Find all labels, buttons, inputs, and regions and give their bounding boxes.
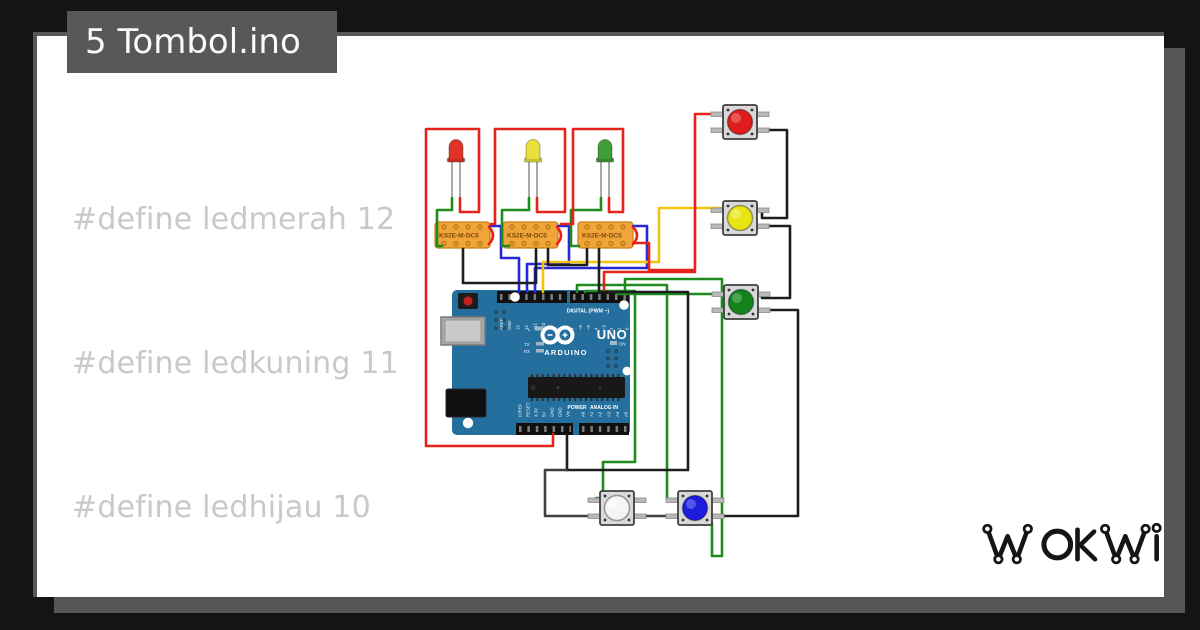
wokwi-logo: WOKWI — [982, 522, 1162, 565]
wire-green — [623, 277, 724, 558]
pin-label: 3.3V — [534, 408, 539, 417]
code-snippet: #define ledmerah 12 #define ledkuning 11… — [72, 100, 523, 597]
relay-1: KS2E-M-DC5 — [434, 221, 491, 249]
relay-2: KS2E-M-DC5 — [502, 221, 559, 249]
code-line: #define ledkuning 11 — [72, 346, 399, 381]
relay-label: KS2E-M-DC5 — [439, 233, 479, 240]
led-red — [447, 139, 465, 205]
pin-label: A3 — [606, 411, 611, 417]
on-led — [610, 341, 617, 345]
pin-label: ~3 — [601, 324, 606, 330]
wire-green — [435, 196, 454, 248]
digital-header-left — [497, 291, 567, 303]
wire-red — [632, 112, 725, 272]
pin-label: GND — [558, 407, 563, 417]
wire-red — [489, 127, 567, 226]
pin-label: A1 — [589, 411, 594, 417]
code-line: #define ledhijau 10 — [72, 490, 371, 525]
pin-label: 12 — [524, 325, 529, 330]
wire-black — [565, 247, 690, 472]
pin-label: ~10 — [541, 322, 546, 330]
code-line: #define ledmerah 12 — [72, 202, 396, 237]
analog-label: ANALOG IN — [590, 405, 618, 411]
pin-label: 2 — [609, 327, 614, 330]
pin-label: ~5 — [586, 324, 591, 330]
on-led-label: ON — [619, 342, 625, 347]
wire-black — [546, 247, 589, 267]
pin-label: 7 — [571, 327, 576, 330]
wire-red — [424, 127, 555, 448]
l-led-label: L — [528, 327, 531, 332]
wire-red — [555, 225, 563, 246]
pushbutton-yellow — [710, 200, 770, 236]
icsp-header-2 — [606, 349, 618, 368]
pushbutton-red — [710, 104, 770, 140]
reset-button — [458, 293, 478, 309]
pin-label: A4 — [615, 411, 620, 417]
relay-label: KS2E-M-DC5 — [507, 233, 547, 240]
project-title: 5 Tombol.ino — [67, 11, 337, 73]
pin-label: A0 — [581, 411, 586, 417]
wire-black — [712, 308, 800, 518]
pin-label: ~11 — [532, 322, 537, 330]
pin-label: A5 — [624, 411, 629, 417]
wire-black — [755, 224, 792, 300]
wire-black — [755, 128, 789, 220]
pushbutton-green — [711, 284, 771, 320]
wire-yellow — [541, 206, 725, 294]
relay-label: KS2E-M-DC5 — [582, 233, 622, 240]
digital-label: DIGITAL (PWM ~) — [567, 309, 610, 315]
pin-label: IOREF — [518, 403, 523, 417]
rx-led-label: RX — [524, 349, 530, 354]
pin-label: ~6 — [578, 324, 583, 330]
wire-red — [602, 270, 697, 294]
pin-label: GND — [507, 320, 512, 330]
usb-connector — [440, 316, 486, 346]
pin-label: RESET — [526, 402, 531, 417]
wire-gray — [543, 468, 600, 518]
uno-label: UNO — [597, 327, 627, 342]
power-label: POWER — [568, 405, 587, 411]
wire-red — [559, 127, 625, 226]
pin-label: 5V — [542, 412, 547, 417]
power-jack — [445, 388, 487, 418]
pushbutton-white — [587, 490, 647, 526]
analog-header — [579, 423, 629, 435]
pin-label: GND — [550, 407, 555, 417]
l-led — [535, 326, 543, 331]
wire-red — [487, 225, 495, 246]
mounting-hole — [462, 417, 474, 429]
wire-green — [569, 196, 603, 248]
pushbutton-blue — [665, 490, 725, 526]
tx-led-label: TX — [524, 342, 530, 347]
pin-label: Vin — [566, 410, 571, 417]
pin-label: 4 — [594, 327, 599, 330]
wire-black — [461, 247, 538, 285]
mounting-hole — [619, 300, 629, 310]
pin-label: 1 — [617, 327, 622, 330]
atmega-chip — [528, 374, 625, 401]
arduino-infinity-logo — [540, 325, 575, 345]
relay-3: KS2E-M-DC5 — [577, 221, 634, 249]
mounting-hole — [622, 366, 632, 376]
pin-label: A2 — [598, 411, 603, 417]
wire-green — [500, 196, 531, 248]
rx-led — [536, 349, 544, 353]
pin-label: 8 — [558, 327, 563, 330]
pin-label: AREF — [499, 318, 504, 330]
mounting-hole — [510, 292, 520, 302]
pin-label: ~9 — [549, 324, 554, 330]
icsp-header — [494, 310, 506, 330]
arduino-label: ARDUINO — [544, 348, 587, 357]
wire-blue — [488, 224, 521, 294]
led-yellow — [524, 139, 542, 205]
led-green — [596, 139, 614, 205]
pin-label: 13 — [516, 325, 521, 330]
arduino-uno-board: DIGITAL (PWM ~) UNO ARDUINO POWER ANALOG… — [440, 290, 632, 435]
pin-label: 0 — [624, 327, 629, 330]
tx-led — [536, 342, 544, 346]
